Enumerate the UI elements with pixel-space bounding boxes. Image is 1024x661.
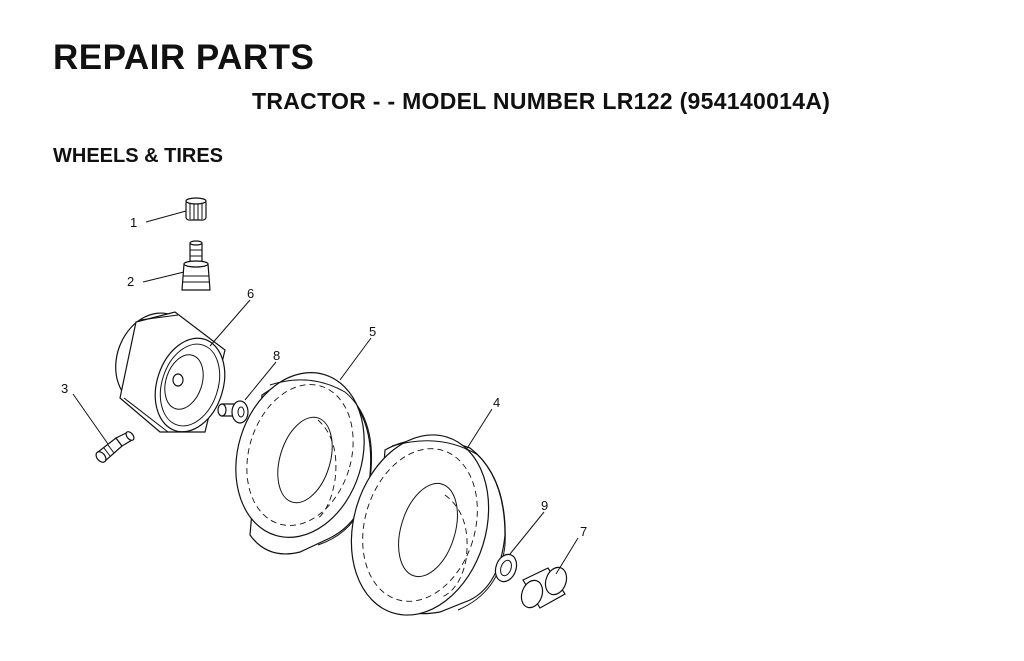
flange-bushing-part: [217, 400, 249, 424]
leader-7: [555, 537, 579, 575]
callout-labels: 1 2 3 4 5 6 7 8 9: [61, 215, 587, 539]
leader-2: [142, 271, 185, 283]
callout-2: 2: [127, 274, 134, 289]
rim-part: [115, 311, 226, 433]
leader-6: [209, 299, 251, 347]
washer-part: [494, 553, 518, 583]
bushing-part: [520, 566, 568, 609]
leader-lines: [72, 210, 579, 575]
valve-cap-part: [185, 197, 207, 221]
page-subtitle: TRACTOR - - MODEL NUMBER LR122 (95414001…: [252, 88, 831, 114]
leader-8: [244, 361, 277, 401]
rear-tire-part: [350, 434, 506, 616]
grease-fitting-part: [95, 431, 135, 463]
leader-1: [145, 210, 187, 223]
leader-3: [72, 393, 109, 445]
callout-4: 4: [493, 395, 500, 410]
callout-9: 9: [541, 498, 548, 513]
callout-3: 3: [61, 381, 68, 396]
section-title: WHEELS & TIRES: [53, 145, 224, 167]
page-title: REPAIR PARTS: [53, 38, 315, 77]
callout-7: 7: [580, 524, 587, 539]
leader-9: [509, 511, 545, 555]
leader-5: [339, 337, 372, 381]
callout-5: 5: [369, 324, 376, 339]
front-tire-part: [235, 372, 373, 555]
callout-1: 1: [130, 215, 137, 230]
callout-8: 8: [273, 348, 280, 363]
valve-stem-part: [181, 240, 211, 291]
leader-4: [465, 408, 493, 451]
callout-6: 6: [247, 286, 254, 301]
